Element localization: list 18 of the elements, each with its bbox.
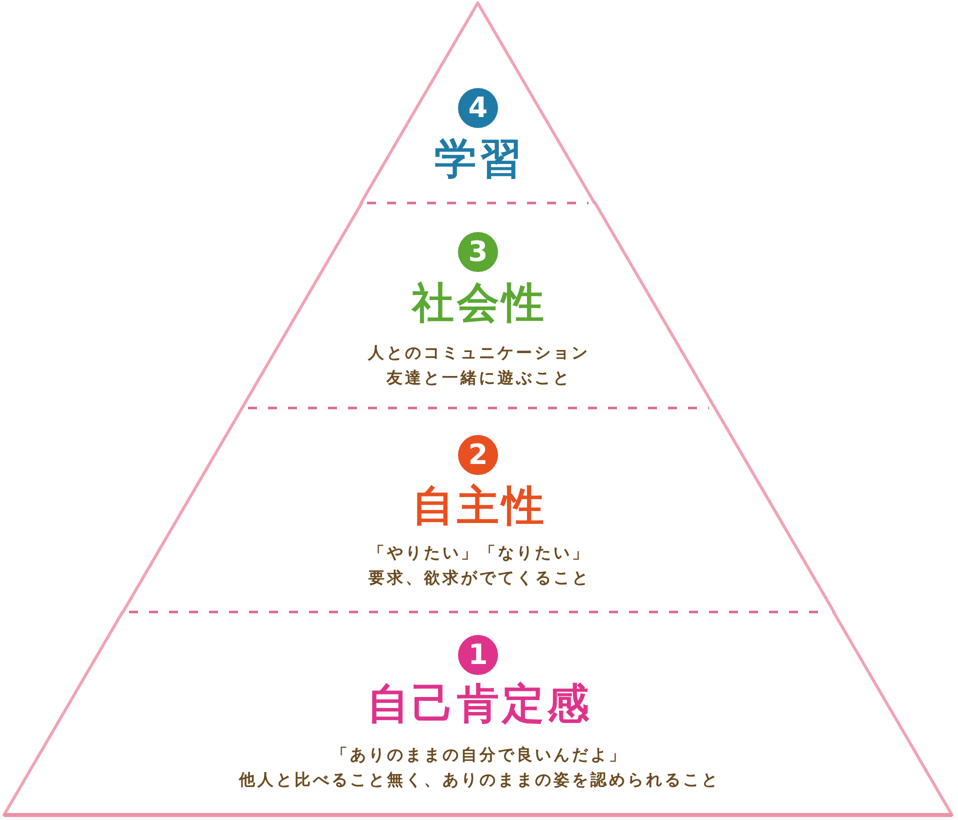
tier-description: 「ありのままの自分で良いんだよ」 (330, 745, 628, 765)
tier-description: 友達と一緒に遊ぶこと (385, 368, 572, 388)
tier-title: 自主性 (411, 483, 547, 529)
tier-description: 人とのコミュニケーション (366, 343, 590, 363)
pyramid-tier (238, 200, 718, 411)
step-number: 4 (458, 88, 498, 128)
tier-description: 他人と比べること無く、ありのままの姿を認められること (238, 770, 720, 790)
step-number: 2 (458, 435, 498, 475)
step-number: 3 (458, 232, 498, 272)
pyramid-tier (1, 609, 955, 818)
pyramid-tier (358, 0, 598, 206)
pyramid-tier (120, 405, 836, 615)
tier-title: 社会性 (410, 280, 547, 326)
tier-description: 要求、欲求がでてくること (367, 568, 590, 588)
tier-title: 自己肯定感 (366, 681, 592, 727)
tier-description: 「やりたい」「なりたい」 (367, 543, 590, 563)
step-number: 1 (458, 635, 498, 675)
tier-title: 学習 (433, 136, 524, 182)
